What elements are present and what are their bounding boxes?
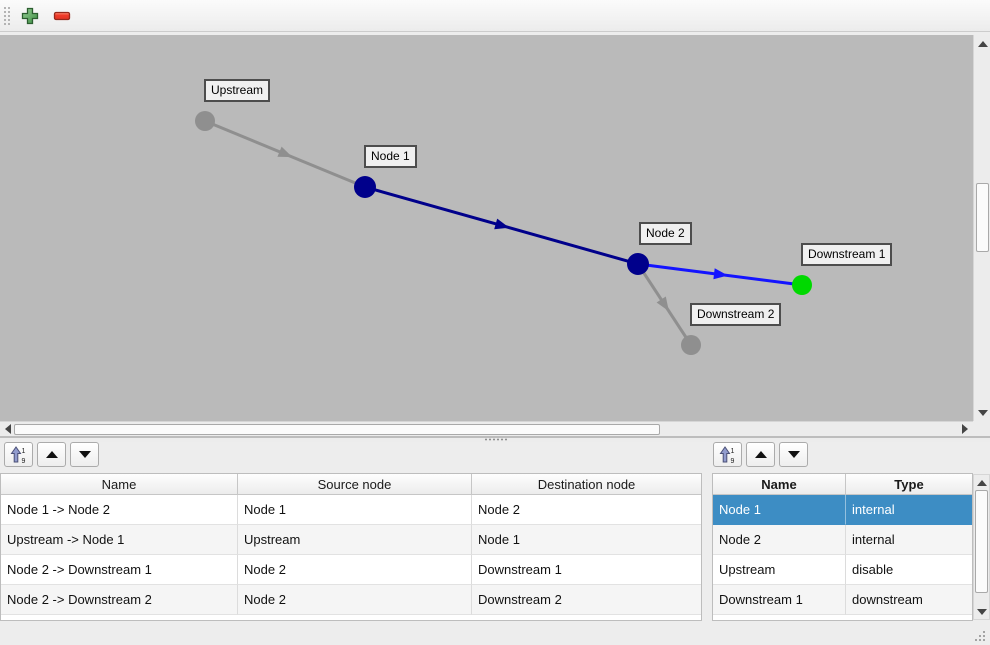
sort-ascending-icon: 1 9: [719, 445, 734, 464]
pane-splitter[interactable]: [0, 436, 990, 442]
table-cell: Node 2: [713, 525, 846, 555]
table-cell: Node 1 -> Node 2: [1, 495, 238, 525]
node-label[interactable]: Node 2: [639, 222, 692, 245]
nodes-table-header: Name Type: [713, 474, 972, 495]
scroll-down-button[interactable]: [975, 605, 988, 618]
scroll-down-button[interactable]: [975, 406, 990, 419]
table-cell: Node 1: [472, 525, 701, 555]
svg-text:1: 1: [730, 448, 734, 455]
triangle-up-icon: [754, 451, 767, 458]
table-cell: Upstream -> Node 1: [1, 525, 238, 555]
scrollbar-corner: [973, 421, 990, 436]
column-header[interactable]: Source node: [238, 474, 472, 494]
graph-node-node2[interactable]: [627, 253, 649, 275]
sort-ascending-icon: 1 9: [10, 445, 25, 464]
main-toolbar: [0, 0, 990, 32]
edges-move-up-button[interactable]: [37, 442, 66, 467]
nodes-move-down-button[interactable]: [779, 442, 808, 467]
minus-icon: [53, 11, 71, 21]
table-cell: Node 2: [238, 585, 472, 615]
right-arrow-icon: [961, 424, 968, 434]
scroll-left-button[interactable]: [1, 423, 14, 435]
svg-text:9: 9: [730, 458, 734, 464]
edges-move-down-button[interactable]: [70, 442, 99, 467]
scroll-right-button[interactable]: [958, 423, 971, 435]
graph-node-downstream1[interactable]: [792, 275, 812, 295]
add-button[interactable]: [17, 3, 43, 29]
triangle-down-icon: [787, 451, 800, 458]
up-arrow-icon: [976, 479, 987, 486]
table-cell: Node 2: [238, 555, 472, 585]
plus-icon: [21, 7, 39, 25]
column-header[interactable]: Type: [894, 476, 924, 492]
vertical-scroll-thumb[interactable]: [975, 490, 988, 593]
table-cell: Upstream: [713, 555, 846, 585]
edge-arrowhead-icon: [656, 296, 669, 312]
table-cell: disable: [846, 555, 972, 585]
table-cell: Node 2 -> Downstream 2: [1, 585, 238, 615]
table-cell: internal: [846, 525, 972, 555]
column-header[interactable]: Name: [1, 474, 238, 494]
edge-arrowhead-icon: [277, 146, 293, 158]
edges-sort-button[interactable]: 1 9: [4, 442, 33, 467]
column-header[interactable]: Destination node: [537, 476, 636, 492]
down-arrow-icon: [977, 409, 988, 416]
node-label[interactable]: Upstream: [204, 79, 271, 102]
nodes-move-up-button[interactable]: [746, 442, 775, 467]
scroll-up-button[interactable]: [975, 476, 988, 489]
resize-grip[interactable]: [983, 631, 985, 633]
triangle-down-icon: [78, 451, 91, 458]
canvas-vertical-scrollbar[interactable]: [973, 35, 990, 421]
table-cell: downstream: [846, 585, 972, 615]
table-cell: internal: [846, 495, 972, 525]
nodes-sort-button[interactable]: 1 9: [713, 442, 742, 467]
svg-text:1: 1: [21, 448, 25, 455]
canvas-horizontal-scrollbar[interactable]: [0, 421, 973, 436]
graph-node-downstream2[interactable]: [681, 335, 701, 355]
table-cell: Downstream 1: [472, 555, 701, 585]
toolbar-drag-handle[interactable]: [3, 6, 11, 26]
svg-text:9: 9: [21, 458, 25, 464]
up-arrow-icon: [977, 40, 988, 47]
remove-button[interactable]: [49, 3, 75, 29]
node-label[interactable]: Downstream 2: [690, 303, 782, 326]
graph-node-node1[interactable]: [354, 176, 376, 198]
graph-node-upstream[interactable]: [195, 111, 215, 131]
table-cell: Node 2: [472, 495, 701, 525]
column-header[interactable]: Name: [713, 474, 846, 494]
triangle-up-icon: [45, 451, 58, 458]
splitter-handle-icon: [484, 438, 508, 441]
horizontal-scroll-thumb[interactable]: [14, 424, 660, 435]
nodes-table-scrollbar[interactable]: [973, 474, 990, 620]
node-label[interactable]: Node 1: [364, 145, 417, 168]
scroll-up-button[interactable]: [975, 37, 990, 50]
down-arrow-icon: [976, 608, 987, 615]
left-arrow-icon: [4, 424, 11, 434]
table-cell: Downstream 2: [472, 585, 701, 615]
table-cell: Upstream: [238, 525, 472, 555]
edge-arrowhead-icon: [713, 268, 728, 280]
table-cell: Node 1: [713, 495, 846, 525]
edge-arrowhead-icon: [494, 218, 510, 230]
node-label[interactable]: Downstream 1: [801, 243, 893, 266]
table-cell: Node 1: [238, 495, 472, 525]
vertical-scroll-thumb[interactable]: [976, 183, 989, 252]
table-cell: Node 2 -> Downstream 1: [1, 555, 238, 585]
table-cell: Downstream 1: [713, 585, 846, 615]
